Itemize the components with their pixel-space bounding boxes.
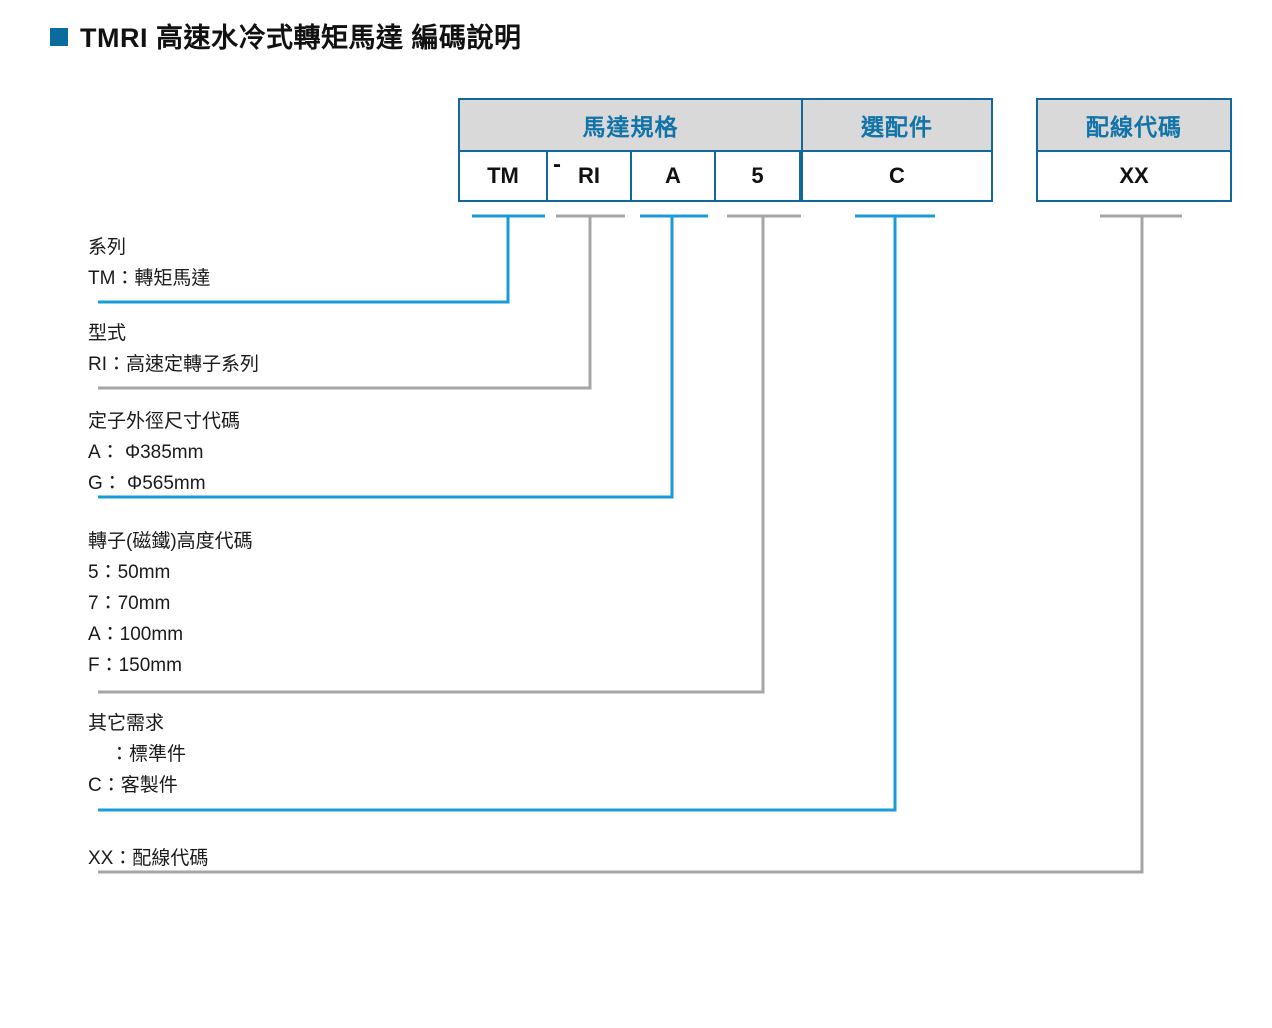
code-cells: TM RI A 5 xyxy=(458,152,803,202)
spec-block-series: 系列 TM：轉矩馬達 xyxy=(88,232,210,294)
code-group-motor-spec: 馬達規格 TM RI A 5 xyxy=(458,98,803,202)
spec-heading: 轉子(磁鐵)高度代碼 xyxy=(88,531,253,552)
spec-line: C：客製件 xyxy=(88,775,178,796)
spec-block-rotor-magnet-height: 轉子(磁鐵)高度代碼 5：50mm 7：70mm A：100mm F：150mm xyxy=(88,526,253,681)
page-title-text: TMRI 高速水冷式轉矩馬達 編碼說明 xyxy=(80,23,522,53)
spec-heading: 其它需求 xyxy=(88,713,165,734)
spec-line: 5：50mm xyxy=(88,562,171,583)
code-group-wiring-code: 配線代碼 XX xyxy=(1036,98,1232,202)
code-group-header: 馬達規格 xyxy=(458,98,803,152)
spec-line: 7：70mm xyxy=(88,593,171,614)
spec-block-type: 型式 RI：高速定轉子系列 xyxy=(88,318,259,380)
code-cell-wiring[interactable]: XX xyxy=(1036,152,1232,202)
square-bullet-icon xyxy=(50,27,68,46)
spec-heading: 定子外徑尺寸代碼 xyxy=(88,411,241,432)
page-title: TMRI 高速水冷式轉矩馬達 編碼說明 xyxy=(50,16,522,55)
spec-heading: 系列 xyxy=(88,237,127,258)
leader-wiring-code xyxy=(98,214,1182,874)
spec-line: A：100mm xyxy=(88,624,184,645)
code-cells: C xyxy=(801,152,993,202)
spec-line: G： Φ565mm xyxy=(88,473,206,494)
spec-line: RI：高速定轉子系列 xyxy=(88,354,260,375)
code-cell-type[interactable]: RI xyxy=(546,152,632,202)
code-cell-stator-od[interactable]: A xyxy=(630,152,716,202)
code-cell-rotor-height[interactable]: 5 xyxy=(714,152,801,202)
code-group-header: 配線代碼 xyxy=(1036,98,1232,152)
leader-other-requirement xyxy=(98,214,935,812)
code-cell-other-requirement[interactable]: C xyxy=(801,152,993,202)
spec-line: ：標準件 xyxy=(110,744,187,765)
spec-block-stator-outer-diameter: 定子外徑尺寸代碼 A： Φ385mm G： Φ565mm xyxy=(88,406,240,499)
spec-line: A： Φ385mm xyxy=(88,442,204,463)
code-group-header: 選配件 xyxy=(801,98,993,152)
code-separator-dash: - xyxy=(553,151,561,178)
spec-block-wiring-code: XX：配線代碼 xyxy=(88,843,208,874)
code-cells: XX xyxy=(1036,152,1232,202)
code-cell-series[interactable]: TM xyxy=(458,152,548,202)
spec-line: TM：轉矩馬達 xyxy=(88,268,211,289)
spec-heading: 型式 xyxy=(88,323,127,344)
spec-line: F：150mm xyxy=(88,655,182,676)
spec-line: XX：配線代碼 xyxy=(88,848,209,869)
code-group-optional-parts: 選配件 C xyxy=(801,98,993,202)
spec-block-other-requirement: 其它需求 ：標準件 C：客製件 xyxy=(88,708,186,801)
